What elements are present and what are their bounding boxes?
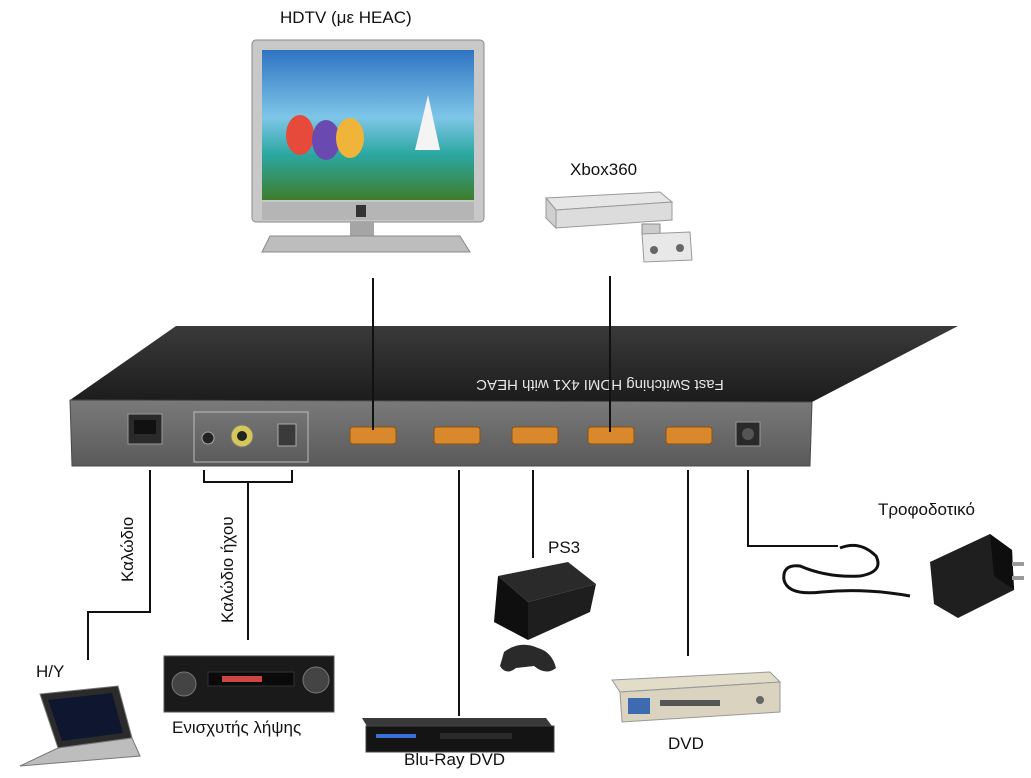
- power-adapter-icon: [782, 534, 1024, 618]
- cable-label: Καλώδιο: [118, 516, 137, 582]
- network-port: [127, 413, 163, 445]
- dvd-label: DVD: [668, 734, 704, 753]
- switch-top: [70, 326, 958, 402]
- audio-out-panel: [193, 411, 309, 463]
- hdtv-icon: [251, 39, 485, 253]
- xbox360-label: Xbox360: [570, 160, 638, 179]
- receiver-label: Ενισχυτής λήψης: [172, 718, 302, 737]
- xbox360-icon: [544, 191, 693, 263]
- power-supply-label: Τροφοδοτικό: [878, 500, 975, 519]
- hdmi-port-in1: [433, 426, 481, 445]
- dvd-icon: [611, 671, 782, 723]
- audio-cable-label: Καλώδιο ήχου: [218, 516, 237, 623]
- hdmi-port-in2: [511, 426, 559, 445]
- connection-lines: [87, 276, 838, 716]
- receiver-icon: [163, 655, 335, 713]
- line-pc: [87, 470, 151, 660]
- ps3-label: PS3: [548, 538, 581, 557]
- bluray-label: Blu-Ray DVD: [404, 750, 506, 769]
- switch-label: Fast Switching HDMI 4X1 with HEAC: [476, 376, 724, 393]
- ps3-icon: [494, 562, 596, 672]
- bluray-icon: [362, 718, 555, 753]
- power-jack: [735, 421, 761, 447]
- hdtv-label: HDTV (με HEAC): [280, 8, 412, 27]
- hdmi-ports: [349, 426, 713, 445]
- line-audio: [203, 470, 293, 483]
- laptop-icon: [19, 685, 141, 767]
- pc-label: Η/Υ: [36, 662, 65, 681]
- line-power: [747, 470, 838, 547]
- hdmi-port-in4: [665, 426, 713, 445]
